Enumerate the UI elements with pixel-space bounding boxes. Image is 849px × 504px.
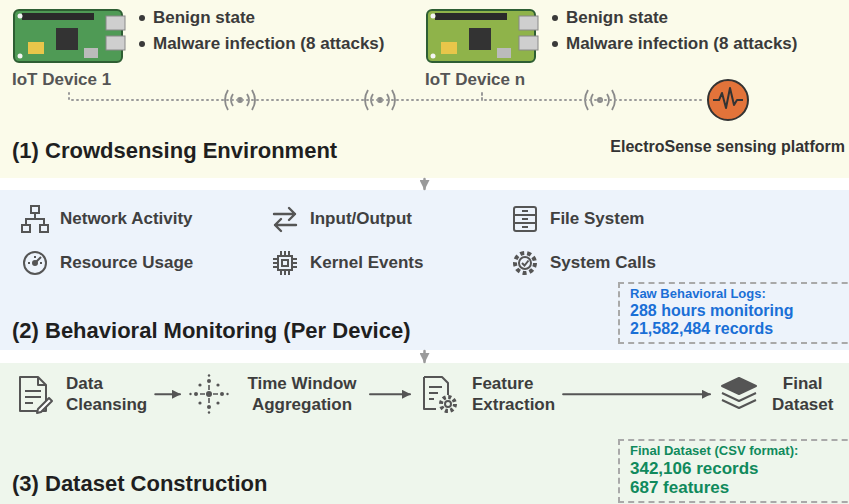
step-label: Feature Extraction [472, 373, 555, 416]
monitor-icon [270, 248, 300, 278]
bullet-row: Malware infection (8 attacks) [139, 34, 384, 54]
step-label: Data Cleansing [66, 373, 147, 416]
state-text: Benign state [153, 8, 255, 28]
stage-panel: (2) Behavioral Monitoring (Per Device)Ra… [0, 190, 849, 350]
summary-line: 288 hours monitoring [630, 302, 849, 320]
step-icon [12, 373, 54, 415]
summary-box: Final Dataset (CSV format):342,106 recor… [618, 439, 849, 503]
monitor-label: File System [550, 209, 645, 229]
process-step: Data Cleansing [12, 373, 147, 416]
monitor-item: System Calls [510, 248, 656, 278]
sensor-icon [706, 78, 750, 122]
bullet-list: Benign stateMalware infection (8 attacks… [552, 4, 797, 66]
device-label: IoT Device 1 [12, 70, 384, 90]
monitor-icon [270, 204, 300, 234]
bullet-row: Malware infection (8 attacks) [552, 34, 797, 54]
process-step: Final Dataset [718, 373, 833, 416]
monitor-label: Resource Usage [60, 253, 193, 273]
monitor-icon [20, 204, 50, 234]
state-text: Malware infection (8 attacks) [153, 34, 384, 54]
board-icon [12, 4, 127, 66]
monitor-label: Kernel Events [310, 253, 423, 273]
process-step: Feature Extraction [418, 373, 555, 416]
wireless-symbol [225, 90, 255, 110]
summary-line: 687 features [630, 478, 849, 498]
monitor-label: System Calls [550, 253, 656, 273]
stage-panel: (1) Crowdsensing EnvironmentBenign state… [0, 0, 849, 178]
flow-arrow [370, 393, 410, 395]
bullet-dot [552, 41, 558, 47]
bullet-row: Benign state [552, 8, 797, 28]
monitor-item: Network Activity [20, 204, 193, 234]
bullet-row: Benign state [139, 8, 384, 28]
monitor-label: Network Activity [60, 209, 193, 229]
monitor-icon [510, 248, 540, 278]
flow-arrow [423, 351, 426, 362]
state-text: Benign state [566, 8, 668, 28]
panel-ground [0, 0, 849, 178]
device-label: IoT Device n [425, 70, 797, 90]
iot-device: Benign stateMalware infection (8 attacks… [12, 4, 384, 90]
flow-arrow [155, 393, 180, 395]
summary-line: Raw Behavioral Logs: [630, 287, 849, 302]
wireless-link [69, 93, 482, 100]
iot-device: Benign stateMalware infection (8 attacks… [425, 4, 797, 90]
state-text: Malware infection (8 attacks) [566, 34, 797, 54]
bullet-dot [552, 15, 558, 21]
wireless-link [482, 93, 702, 100]
platform-label: ElectroSense sensing platform [610, 138, 845, 156]
sensing-platform: ElectroSense sensing platform [610, 78, 845, 156]
step-icon [418, 373, 460, 415]
step-icon [188, 373, 230, 415]
flow-arrow [563, 393, 710, 395]
summary-line: Final Dataset (CSV format): [630, 444, 849, 459]
step-icon [718, 373, 760, 415]
bullet-list: Benign stateMalware infection (8 attacks… [139, 4, 384, 66]
monitor-item: Input/Output [270, 204, 412, 234]
monitor-icon [20, 248, 50, 278]
summary-box: Raw Behavioral Logs:288 hours monitoring… [618, 282, 849, 344]
bullet-dot [139, 41, 145, 47]
flow-arrow [423, 179, 426, 189]
monitor-item: Resource Usage [20, 248, 193, 278]
step-label: Time Window Aggregation [242, 373, 362, 416]
bullet-dot [139, 15, 145, 21]
board-icon [425, 4, 540, 66]
monitor-icon [510, 204, 540, 234]
wireless-symbol [365, 90, 395, 110]
stage-panel: (3) Dataset ConstructionData CleansingTi… [0, 363, 849, 504]
monitor-label: Input/Output [310, 209, 412, 229]
process-step: Time Window Aggregation [188, 373, 362, 416]
step-label: Final Dataset [772, 373, 833, 416]
summary-line: 342,106 records [630, 459, 849, 479]
monitor-item: File System [510, 204, 645, 234]
summary-line: 21,582,484 records [630, 320, 849, 338]
monitor-item: Kernel Events [270, 248, 423, 278]
